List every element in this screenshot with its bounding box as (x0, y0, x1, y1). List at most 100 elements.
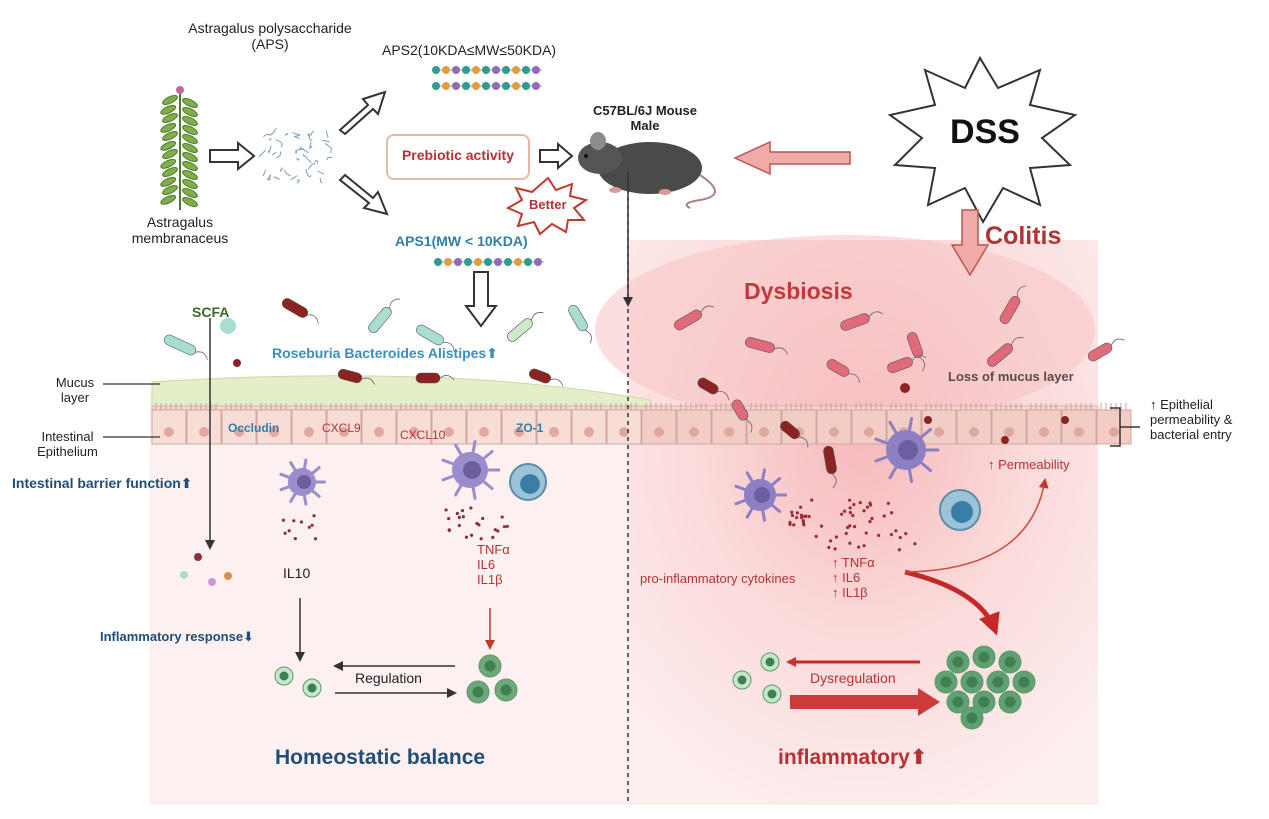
permeability-label: ↑ Permeability (988, 457, 1070, 472)
immune-cell (762, 684, 782, 704)
cytokine-dot (281, 518, 286, 522)
fiber-strand (307, 133, 310, 137)
bacterium (987, 337, 1024, 367)
plant-leaf (182, 125, 198, 135)
immune-cell (760, 652, 780, 672)
plant-leaf (162, 167, 178, 177)
occludin-label: Occludin (228, 421, 280, 435)
fiber-strand (273, 176, 281, 180)
sugar-unit (492, 82, 500, 90)
immune-cell (274, 666, 294, 686)
cell-nucleus (234, 427, 244, 437)
fiber-strand (307, 163, 316, 170)
dysregulation-label: Dysregulation (810, 670, 896, 686)
fiber-strand (266, 175, 272, 181)
cell-nucleus (199, 427, 209, 437)
immune-cell (998, 650, 1022, 674)
sugar-unit (482, 66, 490, 74)
plant-leaf (182, 152, 198, 162)
fiber-strand (262, 169, 267, 177)
plant-leaf (182, 170, 198, 180)
cytokine-dot (848, 524, 852, 528)
cytokine-dot (852, 503, 856, 507)
cell-nucleus (584, 427, 594, 437)
cytokine-dot (819, 524, 824, 528)
cytokine-dot (481, 516, 485, 521)
cytokine-dot (842, 509, 847, 513)
cytokine-dot (848, 506, 852, 510)
bacterium (731, 399, 753, 433)
pro-inflammatory-label: pro-inflammatory cytokines (640, 571, 796, 586)
sugar-unit (462, 82, 470, 90)
plant-leaf (162, 131, 178, 141)
prebiotic-box (386, 134, 530, 180)
cytokine-dot (848, 541, 852, 545)
cytokine-dot (904, 531, 908, 536)
mouse-label: C57BL/6J Mouse Male (592, 103, 698, 133)
tnf-right-label: ↑ TNFα ↑ IL6 ↑ IL1β (832, 555, 875, 600)
cytokine-dot (800, 516, 804, 520)
bacterium-coccus (220, 318, 236, 334)
sugar-unit (532, 82, 540, 90)
sugar-unit (442, 66, 450, 74)
plant-leaf (182, 161, 198, 171)
cell-nucleus (1109, 427, 1119, 437)
fiber-strand (330, 147, 333, 154)
bacterium (823, 445, 837, 489)
fiber-strand (302, 154, 312, 164)
cytokine-dot (862, 544, 866, 548)
cell-nucleus (374, 427, 384, 437)
cell-nucleus (339, 427, 349, 437)
immune-cell (946, 650, 970, 674)
plant-leaf (160, 122, 177, 133)
bacterium (163, 334, 208, 361)
macrophage (509, 463, 547, 501)
cytokine-dot (877, 533, 881, 537)
sugar-unit (474, 258, 482, 266)
cytokine-dot (475, 521, 479, 526)
cytokine-dot (287, 529, 291, 533)
cytokine-dot (865, 505, 870, 509)
cytokine-dot (814, 534, 818, 539)
fiber-strand (268, 145, 272, 154)
sugar-unit (504, 258, 512, 266)
prebiotic-label: Prebiotic activity (401, 147, 515, 163)
plant-leaf (160, 140, 177, 151)
cell-nucleus (654, 427, 664, 437)
fiber-strand (296, 158, 300, 161)
aps1-label: APS1(MW < 10KDA) (395, 233, 528, 249)
cytokine-dot (505, 524, 509, 528)
immune-cell (960, 706, 984, 730)
cytokine-dot (898, 535, 902, 540)
cytokine-dot (491, 535, 495, 539)
cell-nucleus (934, 427, 944, 437)
plant-leaf (182, 188, 198, 198)
immune-cell (478, 654, 502, 678)
bacterium-coccus (900, 383, 910, 393)
cytokine-dot (502, 525, 507, 529)
plant-leaf (162, 149, 178, 159)
cytokine-dot (851, 513, 855, 518)
sugar-unit (512, 82, 520, 90)
bacterium (368, 298, 401, 333)
fiber-strand (295, 133, 300, 137)
bacterium (745, 337, 788, 355)
mucus-layer-label: Mucus layer (55, 375, 95, 405)
dss-to-mouse-arrow (733, 140, 851, 176)
homeostatic-label: Homeostatic balance (275, 746, 486, 769)
bacterium-coccus (1061, 416, 1069, 424)
bacterium (281, 298, 319, 324)
plant-leaf (160, 176, 177, 187)
fiber-strand (268, 138, 272, 141)
sugar-unit (484, 258, 492, 266)
fiber-strand (322, 140, 330, 143)
cytokine-dot (447, 517, 451, 521)
cytokine-dot (846, 525, 850, 530)
cytokine-dot (292, 519, 296, 523)
cytokine-to-cluster-arrow (904, 569, 1000, 636)
cytokine-dot (493, 528, 497, 532)
cytokine-dot (852, 525, 857, 529)
bacterium (1087, 338, 1125, 362)
immune-cell (972, 645, 996, 669)
bacterium (780, 420, 809, 448)
